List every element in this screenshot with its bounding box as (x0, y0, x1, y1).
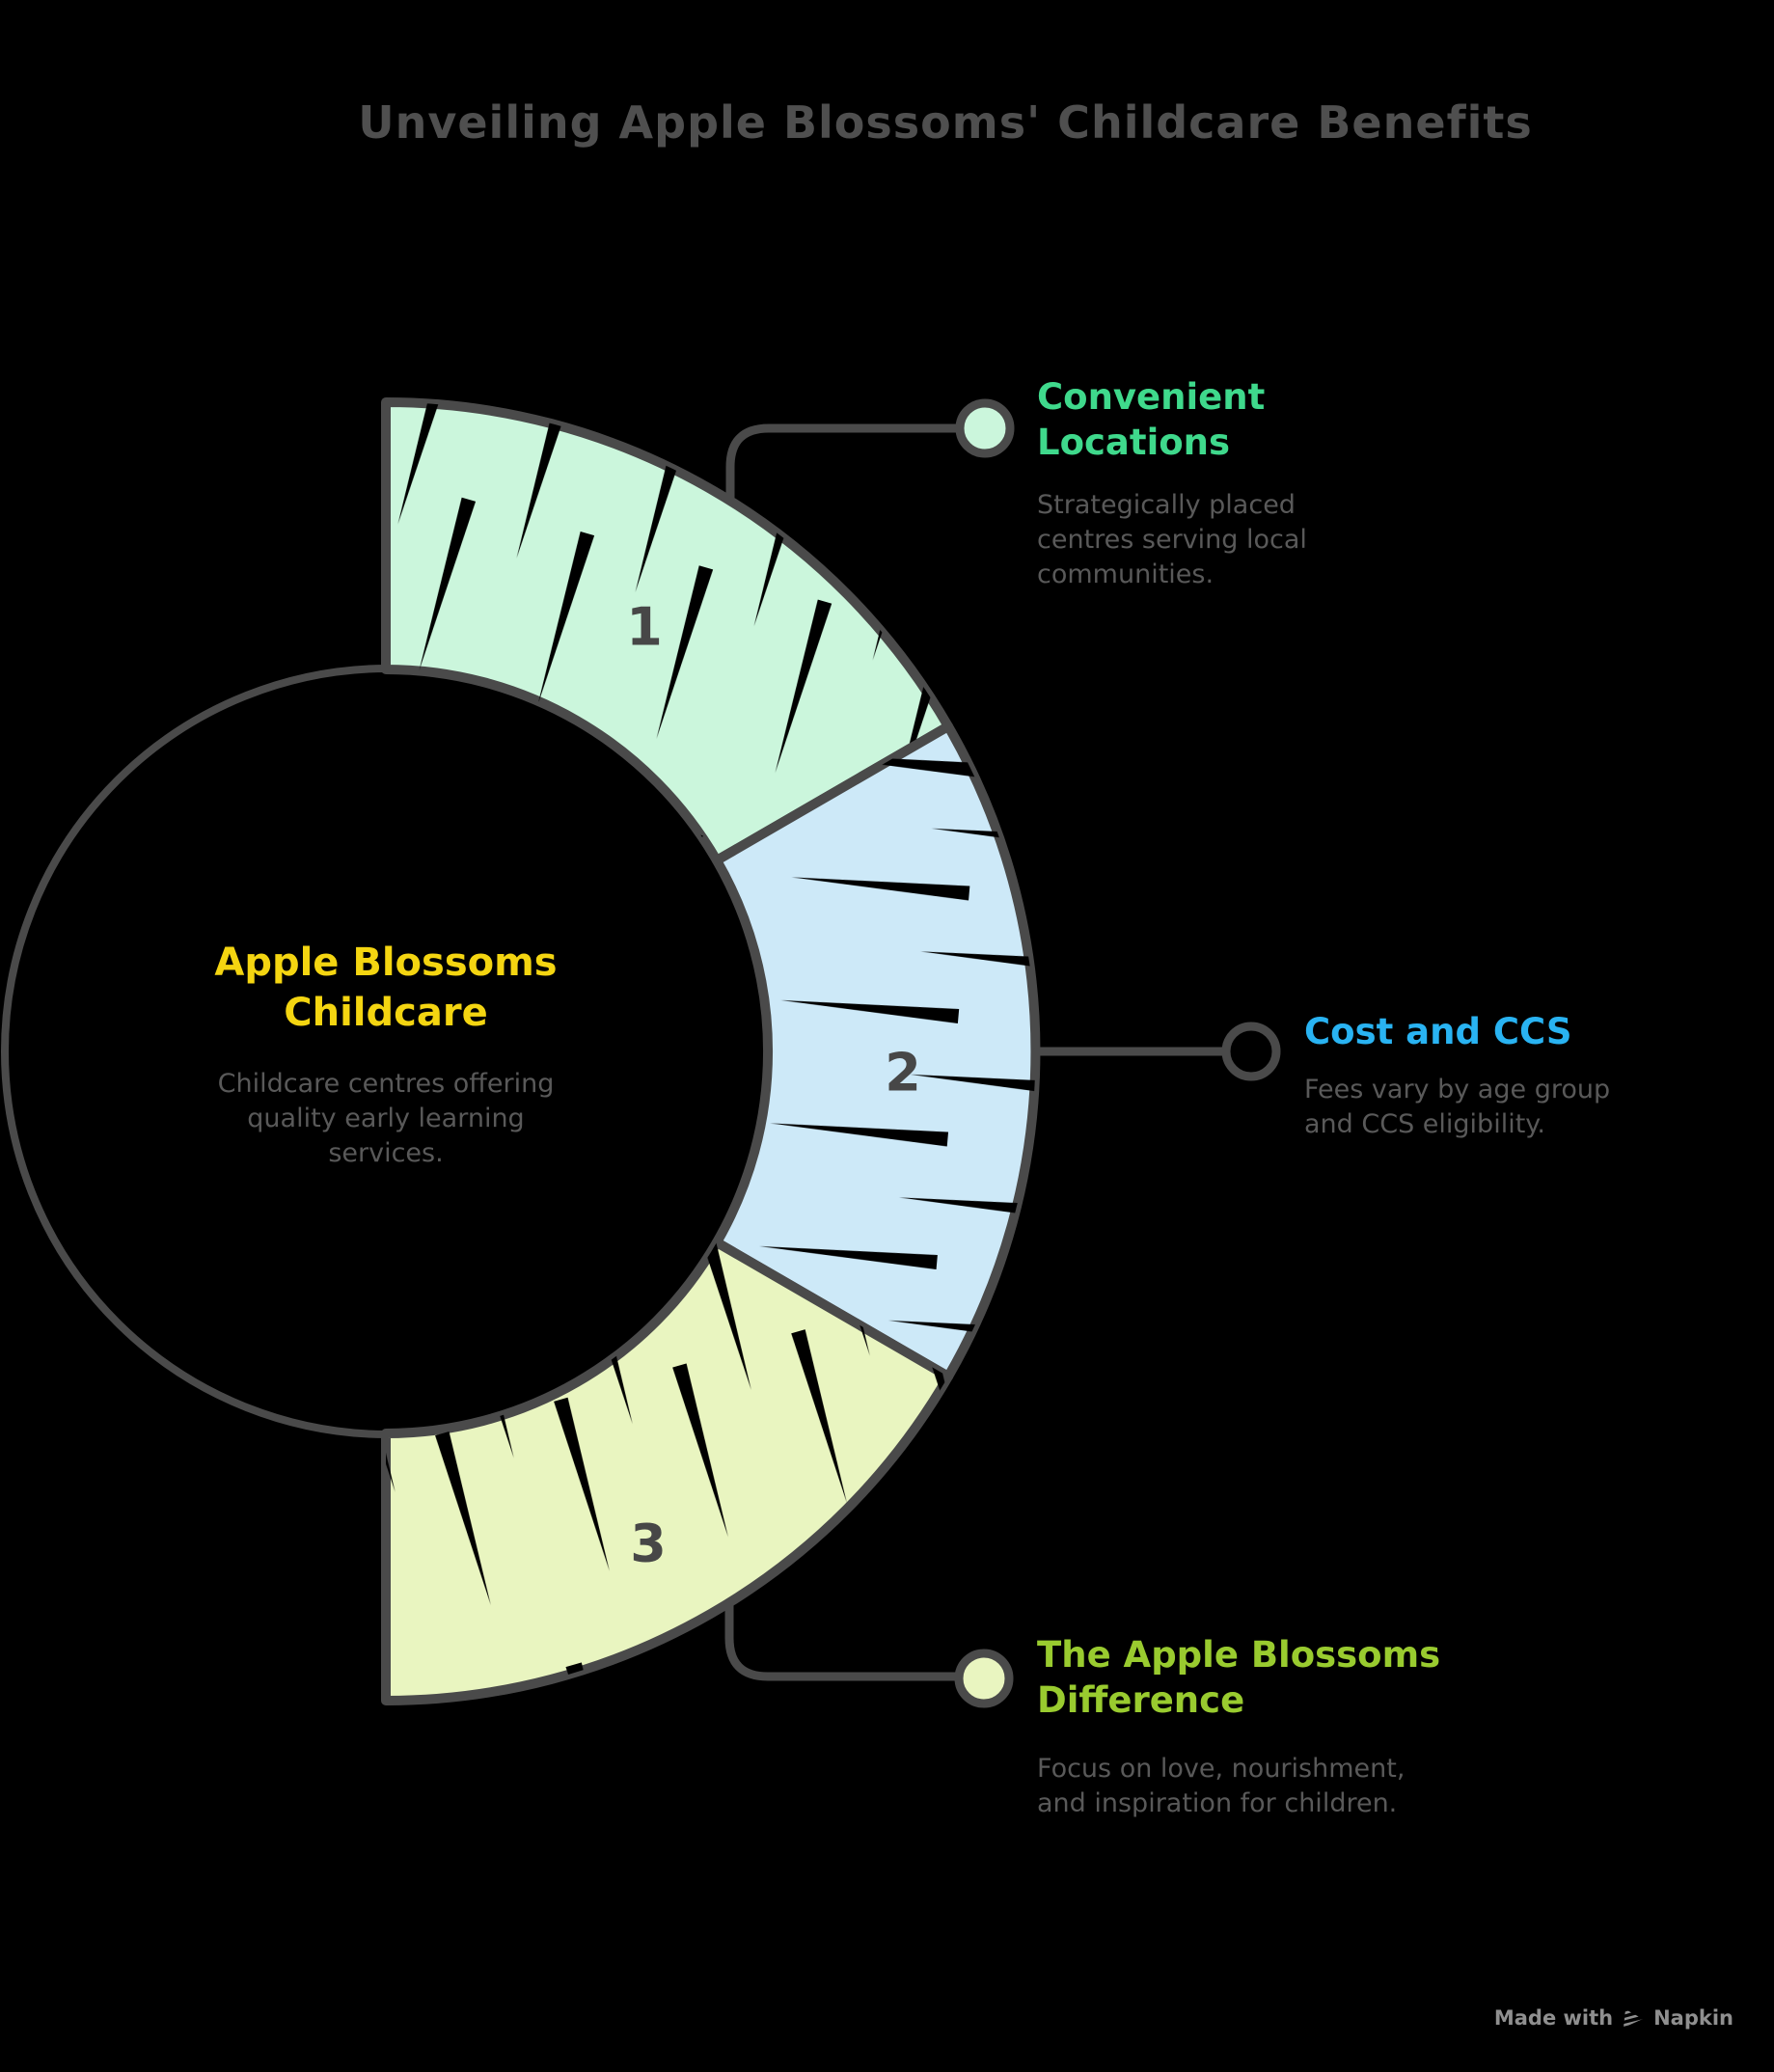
connector-marker-1 (955, 398, 1015, 458)
watermark: Made with Napkin (1494, 2006, 1733, 2030)
connector-marker-3 (954, 1649, 1014, 1708)
connector-marker-2 (1221, 1022, 1281, 1081)
callout-1-title: Convenient Locations (1037, 376, 1266, 464)
napkin-logo-icon (1622, 2006, 1645, 2030)
segment-2-number: 2 (885, 1042, 921, 1104)
center-circle-description: Childcare centres offering quality early… (217, 1069, 555, 1169)
callout-2-description: Fees vary by age group and CCS eligibili… (1304, 1075, 1611, 1140)
callout-2-title: Cost and CCS (1304, 1011, 1572, 1052)
segment-3-number: 3 (630, 1513, 667, 1574)
callout-3-title: The Apple Blossoms Difference (1037, 1634, 1441, 1722)
center-circle-title: Apple Blossoms Childcare (214, 941, 558, 1035)
callout-3-description: Focus on love, nourishment, and inspirat… (1037, 1754, 1406, 1819)
connector-line-3 (724, 1597, 963, 1681)
connector-line-1 (725, 423, 964, 505)
page-title: Unveiling Apple Blossoms' Childcare Bene… (358, 96, 1533, 149)
segment-1-number: 1 (626, 596, 663, 658)
watermark-brand: Napkin (1653, 2006, 1733, 2030)
watermark-prefix: Made with (1493, 2006, 1614, 2030)
callout-1-description: Strategically placed centres serving loc… (1037, 490, 1307, 590)
